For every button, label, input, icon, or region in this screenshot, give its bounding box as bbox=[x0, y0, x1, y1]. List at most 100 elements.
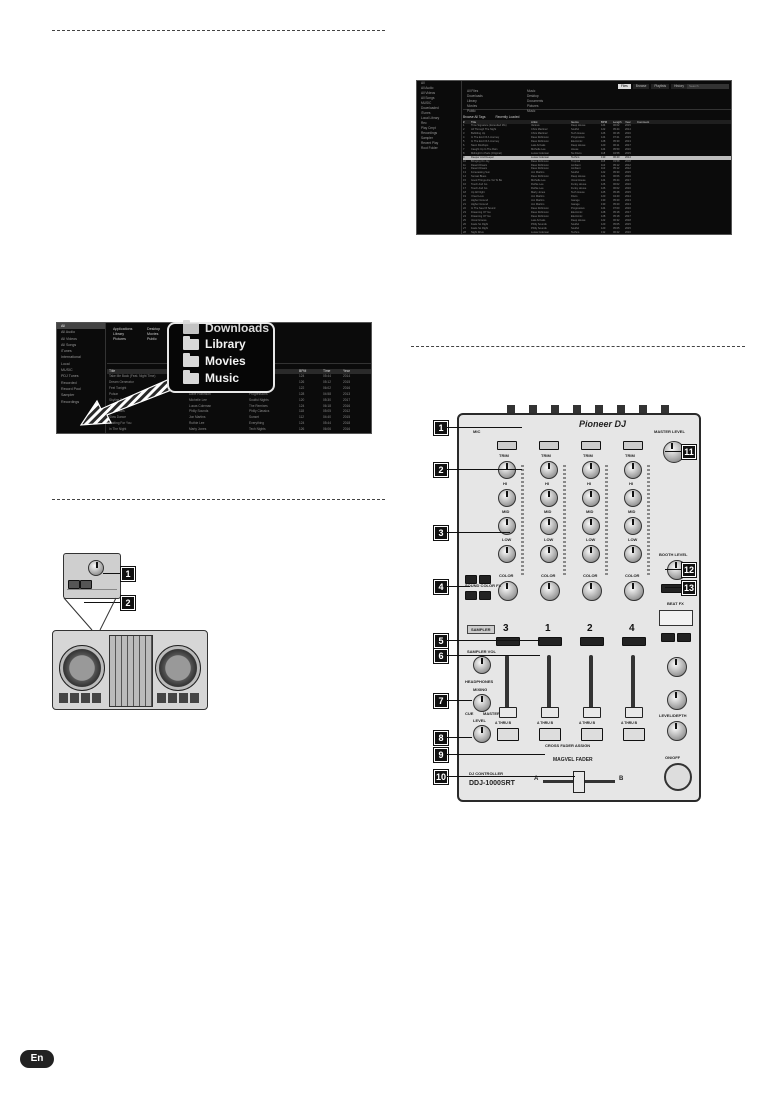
column-header[interactable]: BPM bbox=[601, 120, 608, 124]
folder-item[interactable]: Desktop bbox=[527, 94, 539, 98]
folder-item[interactable]: Public bbox=[467, 109, 476, 113]
eq-low-knob[interactable] bbox=[624, 545, 642, 563]
tab-browse[interactable]: Browse bbox=[632, 84, 650, 89]
column-header[interactable]: Year bbox=[343, 369, 350, 373]
column-header[interactable]: Title bbox=[471, 120, 477, 124]
crossfader-assign-switch[interactable] bbox=[581, 728, 603, 741]
sidebar-item[interactable]: All Songs bbox=[61, 342, 77, 347]
color-knob[interactable] bbox=[540, 581, 560, 601]
tree-item[interactable]: All Songs bbox=[421, 96, 435, 100]
column-header[interactable]: Genre bbox=[571, 120, 579, 124]
sidebar-item[interactable]: Record Pool bbox=[61, 386, 81, 391]
column-header[interactable]: Comment bbox=[637, 120, 650, 124]
folder-item[interactable]: Desktop bbox=[147, 327, 161, 331]
column-header[interactable]: Artist bbox=[531, 120, 538, 124]
headphones-level-knob[interactable] bbox=[473, 725, 491, 743]
folder-item[interactable]: Public bbox=[147, 337, 157, 341]
tree-item[interactable]: Recent Play bbox=[421, 141, 439, 145]
cue-button[interactable] bbox=[580, 637, 604, 646]
folder-item[interactable]: Downloads bbox=[467, 94, 483, 98]
eq-hi-knob[interactable] bbox=[498, 489, 516, 507]
level-depth-knob[interactable] bbox=[667, 721, 687, 741]
tree-item[interactable]: Rec bbox=[421, 121, 427, 125]
beat-fx-channel-knob[interactable] bbox=[667, 690, 687, 710]
headphones-mixing-knob[interactable] bbox=[473, 694, 491, 712]
trim-knob[interactable] bbox=[582, 461, 600, 479]
tree-item[interactable]: Root Folder bbox=[421, 146, 438, 150]
tab-files[interactable]: Files bbox=[618, 84, 631, 89]
tree-item[interactable]: Recordings bbox=[421, 131, 438, 135]
cue-button[interactable] bbox=[538, 637, 562, 646]
folder-item[interactable]: Library bbox=[467, 99, 477, 103]
eq-low-knob[interactable] bbox=[540, 545, 558, 563]
folder-item[interactable]: Downloads bbox=[183, 319, 269, 335]
sidebar-item[interactable]: Local bbox=[61, 361, 70, 366]
tree-item[interactable]: Local Library bbox=[421, 116, 440, 120]
folder-item[interactable]: Pictures bbox=[527, 104, 539, 108]
color-knob[interactable] bbox=[582, 581, 602, 601]
channel-fader[interactable] bbox=[499, 707, 517, 718]
input-select-switch[interactable] bbox=[497, 441, 517, 450]
column-header[interactable]: # bbox=[463, 120, 465, 124]
channel-fader[interactable] bbox=[541, 707, 559, 718]
search-input[interactable]: Search bbox=[687, 84, 729, 89]
beat-fx-button[interactable] bbox=[661, 633, 675, 642]
cue-button[interactable] bbox=[622, 637, 646, 646]
folder-item[interactable]: Movies bbox=[183, 352, 246, 368]
sidebar-item[interactable]: All bbox=[57, 323, 105, 330]
crossfader-assign-switch[interactable] bbox=[539, 728, 561, 741]
fx-button[interactable] bbox=[479, 575, 491, 584]
folder-item[interactable]: Music bbox=[183, 369, 239, 385]
column-header[interactable]: Length bbox=[613, 120, 622, 124]
eq-low-knob[interactable] bbox=[498, 545, 516, 563]
sidebar-item[interactable]: All Audio bbox=[61, 330, 75, 335]
folder-item[interactable]: Applications bbox=[113, 327, 133, 331]
eq-hi-knob[interactable] bbox=[582, 489, 600, 507]
trim-knob[interactable] bbox=[624, 461, 642, 479]
column-header[interactable]: Time bbox=[323, 369, 331, 373]
input-select-switch[interactable] bbox=[539, 441, 559, 450]
folder-item[interactable]: All Files bbox=[467, 89, 479, 93]
eq-hi-knob[interactable] bbox=[624, 489, 642, 507]
trim-knob[interactable] bbox=[498, 461, 516, 479]
cue-button[interactable] bbox=[496, 637, 520, 646]
folder-item[interactable]: Library bbox=[183, 335, 246, 351]
sidebar-item[interactable]: MUSIC bbox=[61, 368, 73, 373]
tab-playlists[interactable]: Playlists bbox=[651, 84, 670, 89]
sidebar-item[interactable]: iTunes bbox=[61, 349, 72, 354]
eq-mid-knob[interactable] bbox=[540, 517, 558, 535]
tree-item[interactable]: All Audio bbox=[421, 86, 434, 90]
fx-button[interactable] bbox=[465, 575, 477, 584]
column-header[interactable]: Title bbox=[109, 369, 116, 373]
tree-item[interactable]: Sampler bbox=[421, 136, 433, 140]
color-knob[interactable] bbox=[624, 581, 644, 601]
eq-mid-knob[interactable] bbox=[624, 517, 642, 535]
input-select-switch[interactable] bbox=[623, 441, 643, 450]
crossfader[interactable] bbox=[573, 771, 585, 793]
channel-fader[interactable] bbox=[625, 707, 643, 718]
fx-button[interactable] bbox=[465, 591, 477, 600]
